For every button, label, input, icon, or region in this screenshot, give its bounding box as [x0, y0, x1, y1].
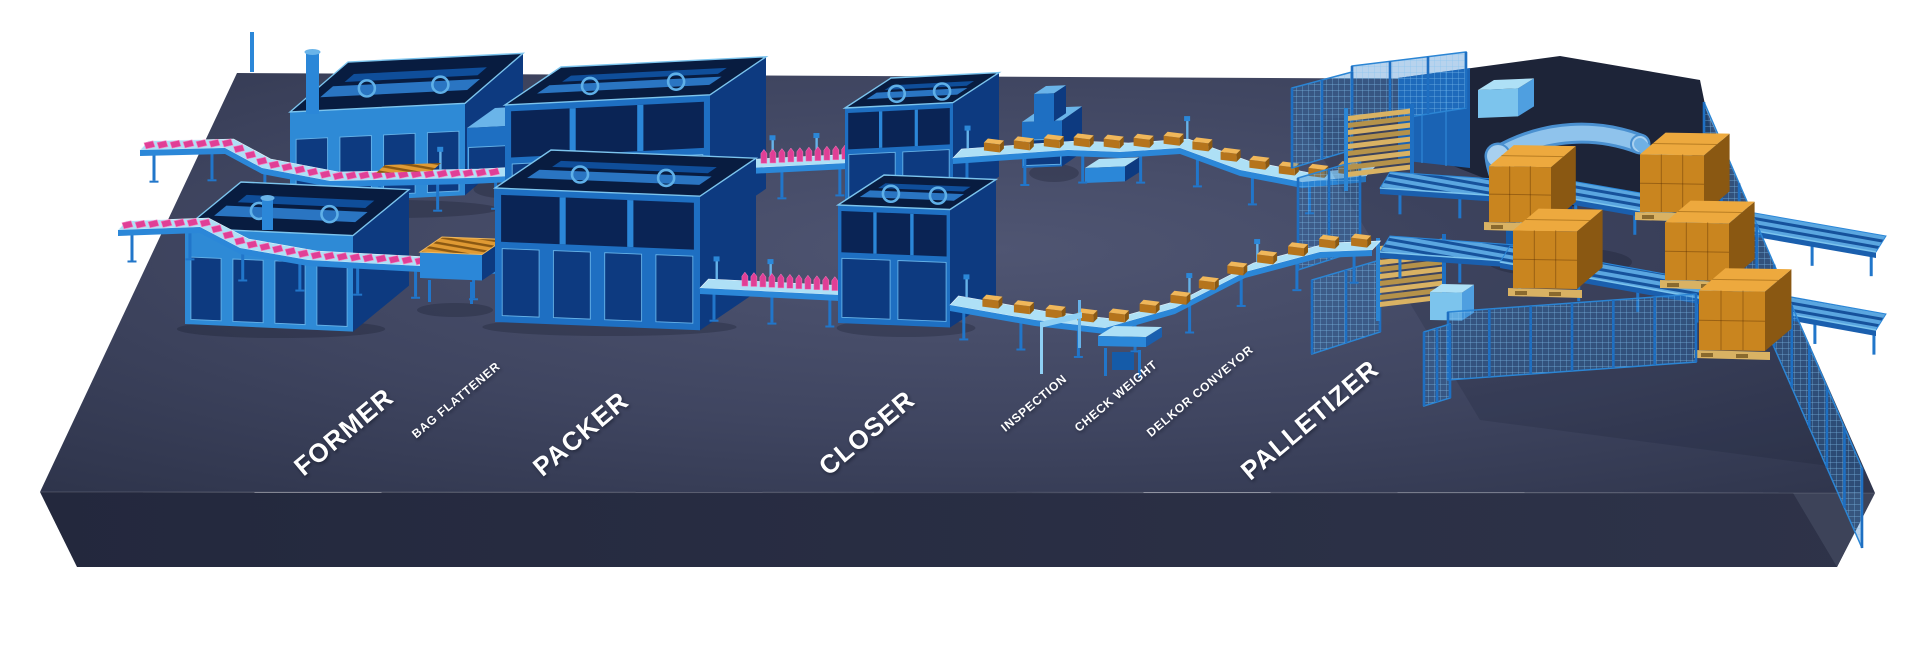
infeed-conveyor-closer-lower	[699, 256, 850, 328]
fence-front-gate	[1422, 322, 1452, 408]
box-stack-1	[1635, 132, 1730, 222]
production-line-upper	[139, 32, 1376, 251]
outfeed-delkor-conveyor-lower	[949, 233, 1382, 358]
platform-front	[40, 492, 1875, 567]
pallet-dispenser-upper	[1344, 104, 1414, 191]
closer-machine-lower	[835, 174, 999, 337]
palletizer-cell	[1290, 51, 1887, 549]
bag-flattener-rollers-upper	[376, 163, 441, 173]
inspection-gantry-lower	[1040, 300, 1082, 374]
check-weigher-lower	[1098, 326, 1162, 378]
fence-left-1	[1290, 71, 1354, 170]
box-stack-5	[1694, 268, 1792, 360]
production-line-lower	[117, 149, 1382, 378]
box-stack-3	[1660, 200, 1755, 290]
box-stack-4	[1508, 208, 1603, 298]
